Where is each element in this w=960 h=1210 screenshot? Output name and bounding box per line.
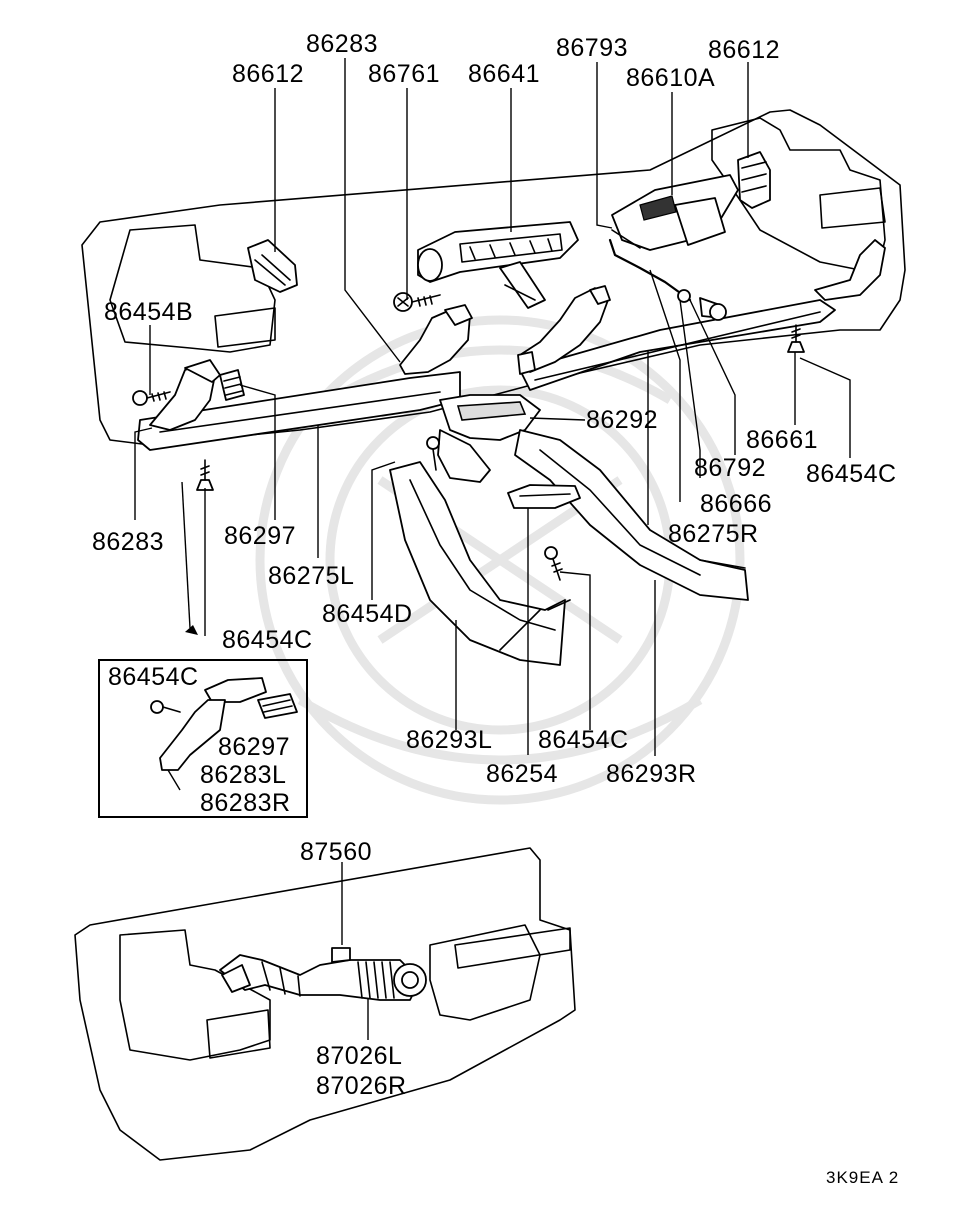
screw-86761: [393, 292, 441, 312]
label-87026r: 87026R: [316, 1072, 407, 1100]
lower-heater-hose: [219, 947, 427, 1001]
screw-86454b: [132, 390, 171, 406]
right-register: [611, 174, 739, 251]
control-cable-assembly: [608, 238, 727, 321]
center-right-defroster-duct: [517, 285, 611, 375]
figure-code: 3K9EA 2: [826, 1168, 900, 1187]
label-86454b: 86454B: [104, 298, 194, 326]
label-86793: 86793: [556, 34, 629, 62]
label-86610a: 86610A: [626, 64, 716, 92]
screw-86454c-right: [787, 324, 805, 353]
label-86641: 86641: [468, 60, 541, 88]
label-86293r: 86293R: [606, 760, 697, 788]
clip-86254: [507, 484, 581, 509]
label-86454d: 86454D: [322, 600, 413, 628]
label-87026l: 87026L: [316, 1042, 403, 1070]
label-86612-left: 86612: [232, 60, 305, 88]
label-86661: 86661: [746, 426, 819, 454]
detail-inset: [98, 659, 308, 818]
leader-lines: [134, 58, 851, 1040]
screw-86454c-bottom: [544, 546, 563, 581]
lower-duct-left: [389, 461, 571, 666]
inset-label-86297: 86297: [218, 733, 291, 761]
label-86297: 86297: [224, 522, 297, 550]
inset-label-86454c: 86454C: [108, 663, 199, 691]
dashboard-panel-lower: [74, 847, 576, 1161]
label-87560: 87560: [300, 838, 373, 866]
main-duct-left: [137, 371, 461, 451]
lower-duct-right: [514, 429, 749, 601]
label-86761: 86761: [368, 60, 441, 88]
label-86293l: 86293L: [406, 726, 493, 754]
screw-86454c-left: [196, 459, 214, 491]
inset-label-86283r: 86283R: [200, 789, 291, 817]
right-side-vent: [814, 239, 886, 301]
left-defroster-grille: [247, 239, 298, 293]
center-left-defroster-duct: [399, 304, 473, 375]
inset-label-86283l: 86283L: [200, 761, 287, 789]
label-86275l: 86275L: [268, 562, 355, 590]
center-register: [417, 221, 579, 309]
right-defroster-grille: [737, 151, 771, 209]
center-junction-duct: [437, 394, 541, 483]
label-86275r: 86275R: [668, 520, 759, 548]
left-vent-duct: [149, 359, 221, 431]
label-86283-top: 86283: [306, 30, 379, 58]
label-86292: 86292: [586, 406, 659, 434]
label-86454c-arrow: 86454C: [222, 626, 313, 654]
label-86254: 86254: [486, 760, 559, 788]
label-86454c-right: 86454C: [806, 460, 897, 488]
label-86666: 86666: [700, 490, 773, 518]
side-vent-grille: [219, 369, 245, 401]
screw-86454d: [426, 436, 440, 471]
label-86612-right: 86612: [708, 36, 781, 64]
label-86792: 86792: [694, 454, 767, 482]
label-86454c-bottom: 86454C: [538, 726, 629, 754]
label-86283-left: 86283: [92, 528, 165, 556]
main-duct-right: [519, 299, 836, 391]
